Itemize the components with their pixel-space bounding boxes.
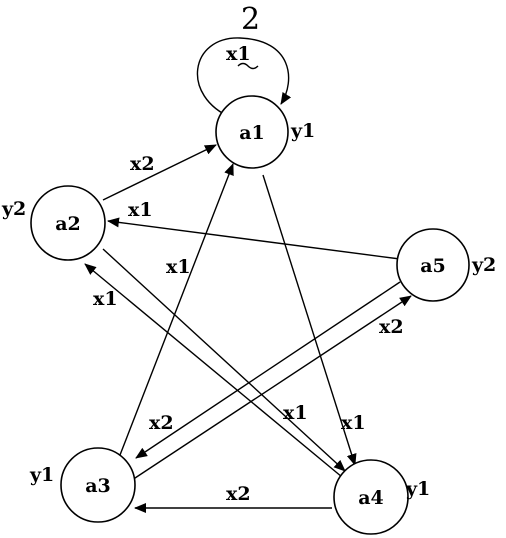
- edge-label-a4-a3: x2: [226, 483, 251, 505]
- edge-a2-a1: [102, 144, 217, 201]
- node-output-a1: y1: [290, 120, 315, 142]
- node-output-a2: y2: [1, 198, 26, 220]
- tilde-mark: [237, 62, 259, 70]
- edge-a3-a1: [119, 163, 234, 456]
- edge-label-a5-a2: x1: [128, 199, 153, 221]
- node-circle-a3: [60, 447, 136, 523]
- edge-label-a2-a1: x2: [130, 153, 155, 175]
- node-a2: a2 y2: [1, 185, 106, 261]
- node-label-a2: a2: [55, 213, 81, 235]
- node-circle-a4: [333, 459, 409, 535]
- node-a4: a4 y1: [333, 459, 430, 535]
- node-a1: a1 y1: [215, 95, 315, 169]
- edge-a1-a4: [262, 174, 357, 466]
- edge-a5-a3: [135, 281, 401, 459]
- edge-a5-a2: [107, 217, 401, 260]
- node-label-a3: a3: [85, 475, 111, 497]
- edge-label-a1-a4: x1: [341, 412, 366, 434]
- node-output-a5: y2: [471, 254, 496, 276]
- node-circle-a1: [215, 95, 289, 169]
- node-label-a1: a1: [239, 122, 265, 144]
- edge-a1-a1: [196, 37, 292, 119]
- edge-a3-a5: [131, 295, 412, 481]
- edge-label-a2-a4: x1: [283, 402, 308, 424]
- node-output-a3: y1: [29, 464, 54, 486]
- edge-label-a3-a5: x2: [379, 316, 404, 338]
- edge-a2-a4: [102, 248, 346, 472]
- edge-a4-a2: [84, 263, 343, 478]
- node-a5: a5 y2: [396, 228, 496, 302]
- figure-number: 2: [241, 2, 260, 37]
- node-label-a4: a4: [358, 487, 384, 509]
- node-output-a4: y1: [405, 478, 430, 500]
- node-circle-a5: [396, 228, 470, 302]
- node-a3: a3 y1: [29, 447, 136, 523]
- edge-label-a1-a1: x1: [226, 43, 251, 65]
- edge-label-a5-a3: x2: [149, 412, 174, 434]
- edge-label-a3-a1: x1: [166, 256, 191, 278]
- node-circle-a2: [30, 185, 106, 261]
- edge-label-a4-a2: x1: [93, 288, 118, 310]
- node-label-a5: a5: [420, 255, 446, 277]
